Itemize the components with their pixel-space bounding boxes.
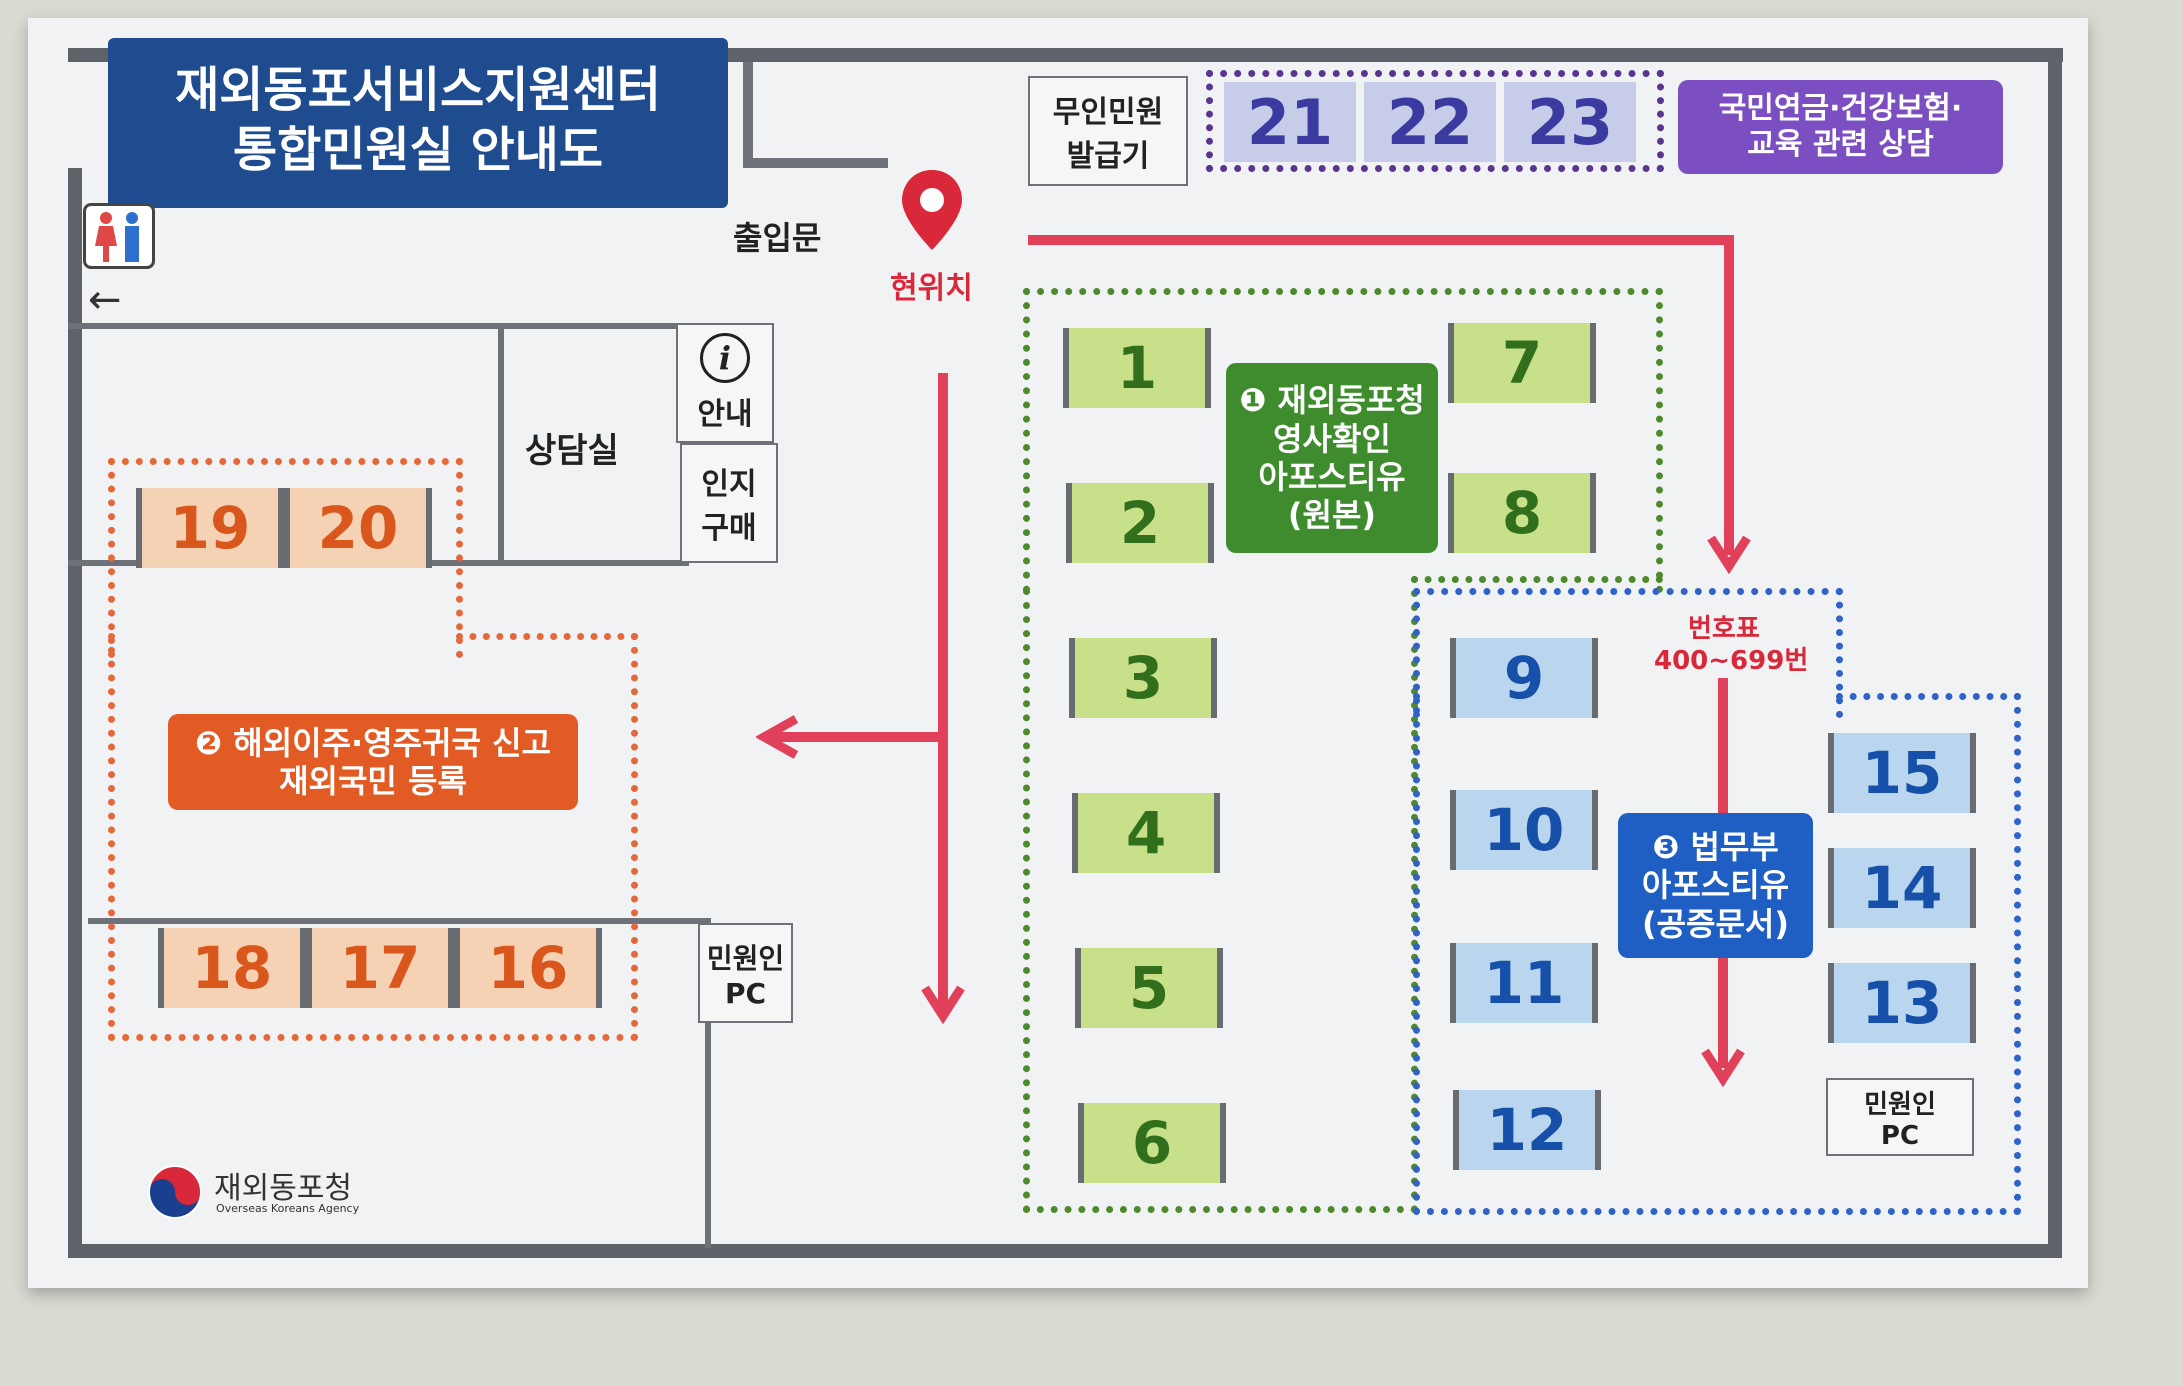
section-2-line-2: 재외국민 등록 <box>279 762 467 800</box>
purple-zone <box>1206 70 1664 172</box>
section-3-line-2: 아포스티유 <box>1641 866 1790 905</box>
counter-13: 13 <box>1828 963 1976 1043</box>
route-arrow-vertical <box>938 373 948 1008</box>
pc-left-line-2: PC <box>724 976 767 1010</box>
info-box: i 안내 <box>676 323 774 443</box>
orange-zone-main <box>108 633 638 1041</box>
location-pin-icon <box>900 168 964 256</box>
route-arrow-left <box>768 732 948 742</box>
counter-11: 11 <box>1450 943 1598 1023</box>
pension-label: 국민연금·건강보험· 교육 관련 상담 <box>1678 80 2003 174</box>
info-label: 안내 <box>697 397 753 432</box>
route-arrowhead-left <box>754 715 800 759</box>
consult-wall <box>498 323 504 566</box>
agency-name-en: Overseas Koreans Agency <box>216 1202 360 1215</box>
restroom-arrow-icon: ← <box>88 277 122 323</box>
ticket-line-2: 400~699번 <box>1654 646 1809 676</box>
section-3-label: ❸ 법무부 아포스티유 (공증문서) <box>1618 813 1813 958</box>
counter-2: 2 <box>1066 483 1214 563</box>
kiosk-line-2: 발급기 <box>1066 139 1150 174</box>
counter-14: 14 <box>1828 848 1976 928</box>
counter-3: 3 <box>1069 638 1217 718</box>
section-1-label: ❶ 재외동포청 영사확인 아포스티유 (원본) <box>1226 363 1438 553</box>
room-wall-top <box>68 323 688 329</box>
section-2-label: ❷ 해외이주·영주귀국 신고 재외국민 등록 <box>168 714 578 810</box>
counter-1: 1 <box>1063 328 1211 408</box>
counter-17: 17 <box>306 928 454 1008</box>
customer-pc-right: 민원인 PC <box>1826 1078 1974 1156</box>
ticket-line-1: 번호표 <box>1688 614 1760 644</box>
section-1-line-2: 영사확인 <box>1273 419 1391 458</box>
stamp-line-1: 인지 <box>701 467 757 502</box>
counter-20: 20 <box>284 488 432 568</box>
pc-right-line-1: 민원인 <box>1864 1089 1936 1120</box>
entrance-wall <box>743 62 753 167</box>
entrance-label: 출입문 <box>733 219 822 257</box>
outer-wall-bottom <box>68 1244 2062 1258</box>
outer-wall-left <box>68 168 82 1258</box>
outer-wall-top <box>718 48 2063 62</box>
blue-zone-lower <box>1413 693 2021 1215</box>
counter-21: 21 <box>1224 82 1356 162</box>
route-arrow-top <box>1028 235 1733 245</box>
info-icon: i <box>700 333 750 383</box>
route-arrowhead-right-down <box>1707 530 1751 575</box>
lower-room-top <box>88 918 708 924</box>
section-3-line-1: ❸ 법무부 <box>1652 827 1779 866</box>
counter-16: 16 <box>454 928 602 1008</box>
current-location-label: 현위치 <box>890 271 973 306</box>
counter-18: 18 <box>158 928 306 1008</box>
title-line-2: 통합민원실 안내도 <box>233 122 603 178</box>
counter-19: 19 <box>136 488 284 568</box>
floor-map-board: 재외동포서비스지원센터 통합민원실 안내도 ← 출입문 현위치 무인민원 발급기… <box>28 18 2088 1288</box>
pc-left-line-1: 민원인 <box>706 941 785 975</box>
green-zone-upper <box>1023 288 1663 593</box>
route-arrowhead-down <box>921 980 965 1025</box>
pension-line-2: 교육 관련 상담 <box>1747 127 1934 162</box>
kiosk-box: 무인민원 발급기 <box>1028 76 1188 186</box>
consult-room-label: 상담실 <box>525 431 619 471</box>
agency-logo-icon <box>146 1163 204 1221</box>
pc-right-line-2: PC <box>1880 1120 1920 1151</box>
map-title: 재외동포서비스지원센터 통합민원실 안내도 <box>108 38 728 208</box>
counter-12: 12 <box>1453 1090 1601 1170</box>
counter-10: 10 <box>1450 790 1598 870</box>
counter-23: 23 <box>1504 82 1636 162</box>
pension-line-1: 국민연금·건강보험· <box>1718 91 1963 126</box>
counter-9: 9 <box>1450 638 1598 718</box>
orange-zone-top <box>108 458 463 658</box>
entrance-wall-slant <box>743 158 888 168</box>
section-3-line-3: (공증문서) <box>1641 904 1789 943</box>
stamp-line-2: 구매 <box>701 511 757 546</box>
counter-15: 15 <box>1828 733 1976 813</box>
lower-room-right <box>705 918 711 1248</box>
customer-pc-left: 민원인 PC <box>698 923 793 1023</box>
outer-wall-top-left <box>68 48 118 62</box>
counter-8: 8 <box>1448 473 1596 553</box>
section-1-line-3: 아포스티유 <box>1258 458 1406 496</box>
section-1-line-4: (원본) <box>1287 496 1377 535</box>
kiosk-line-1: 무인민원 <box>1052 95 1164 130</box>
green-zone-step <box>1411 576 1663 583</box>
orange-zone-step <box>456 633 638 640</box>
restroom-icon <box>83 203 155 269</box>
agency-name: 재외동포청 <box>214 1171 352 1206</box>
title-line-1: 재외동포서비스지원센터 <box>175 62 661 118</box>
green-zone-lower <box>1023 588 1418 1213</box>
stamp-box: 인지 구매 <box>680 443 778 563</box>
outer-wall-right <box>2048 48 2062 1258</box>
section-2-line-1: ❷ 해외이주·영주귀국 신고 <box>195 723 551 762</box>
counter-7: 7 <box>1448 323 1596 403</box>
section-1-line-1: ❶ 재외동포청 <box>1239 381 1425 420</box>
route-arrow-right-down <box>1724 235 1734 555</box>
route-arrowhead-blue-down <box>1701 1043 1745 1088</box>
blue-zone-upper <box>1413 588 1843 718</box>
counter-6: 6 <box>1078 1103 1226 1183</box>
counter-4: 4 <box>1072 793 1220 873</box>
counter-22: 22 <box>1364 82 1496 162</box>
counter-5: 5 <box>1075 948 1223 1028</box>
blue-zone-step <box>1836 693 2021 700</box>
